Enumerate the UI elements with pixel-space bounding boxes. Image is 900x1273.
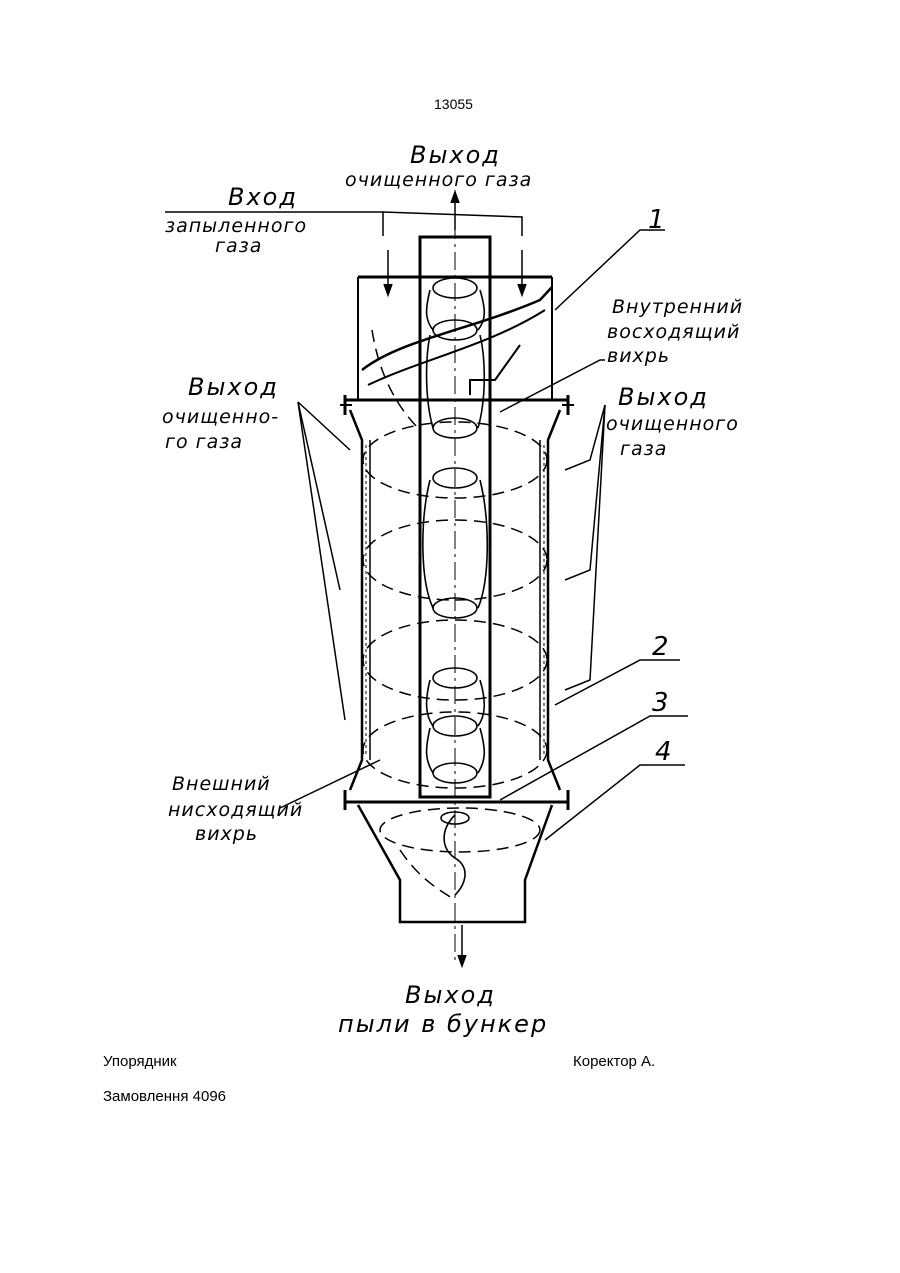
- svg-text:вихрь: вихрь: [195, 823, 258, 845]
- svg-text:очищенно-: очищенно-: [162, 406, 279, 428]
- svg-text:Внутренний: Внутренний: [612, 296, 743, 318]
- inlet-spiral-duct: [362, 287, 552, 395]
- svg-text:Вход: Вход: [228, 183, 298, 211]
- svg-text:очищенного газа: очищенного газа: [345, 169, 532, 191]
- upper-flange: [340, 395, 574, 415]
- svg-text:вихрь: вихрь: [607, 345, 670, 367]
- svg-text:Выход: Выход: [410, 141, 501, 169]
- callout-2: 2: [652, 632, 669, 662]
- svg-text:Выход: Выход: [618, 383, 709, 411]
- corrector-label: Коректор А.: [573, 1053, 655, 1070]
- compiler-label: Упорядник: [103, 1053, 177, 1070]
- label-outer-vortex: Внешний нисходящий вихрь: [168, 773, 303, 845]
- callout-1: 1: [648, 205, 665, 235]
- svg-text:пыли в бункер: пыли в бункер: [338, 1010, 548, 1038]
- label-inner-vortex: Внутренний восходящий вихрь: [607, 296, 743, 367]
- label-top-outlet: Выход очищенного газа: [345, 141, 532, 191]
- lower-flange: [345, 790, 568, 810]
- svg-text:го газа: го газа: [165, 431, 243, 453]
- label-bottom-outlet: Выход пыли в бункер: [338, 981, 548, 1038]
- label-right-outlet: Выход очищенного газа: [606, 383, 739, 460]
- label-inlet: Вход запыленного газа: [165, 183, 307, 257]
- callout-3: 3: [652, 688, 669, 718]
- callout-4: 4: [655, 737, 672, 767]
- label-left-outlet: Выход очищенно- го газа: [162, 373, 279, 453]
- svg-text:Внешний: Внешний: [172, 773, 271, 795]
- svg-text:очищенного: очищенного: [606, 413, 739, 435]
- svg-text:Выход: Выход: [188, 373, 279, 401]
- svg-text:газа: газа: [620, 438, 667, 460]
- svg-text:восходящий: восходящий: [607, 321, 740, 343]
- order-number: Замовлення 4096: [103, 1088, 226, 1105]
- svg-text:Выход: Выход: [405, 981, 496, 1009]
- svg-text:запыленного: запыленного: [165, 215, 307, 237]
- svg-text:нисходящий: нисходящий: [168, 799, 303, 821]
- svg-text:газа: газа: [215, 235, 262, 257]
